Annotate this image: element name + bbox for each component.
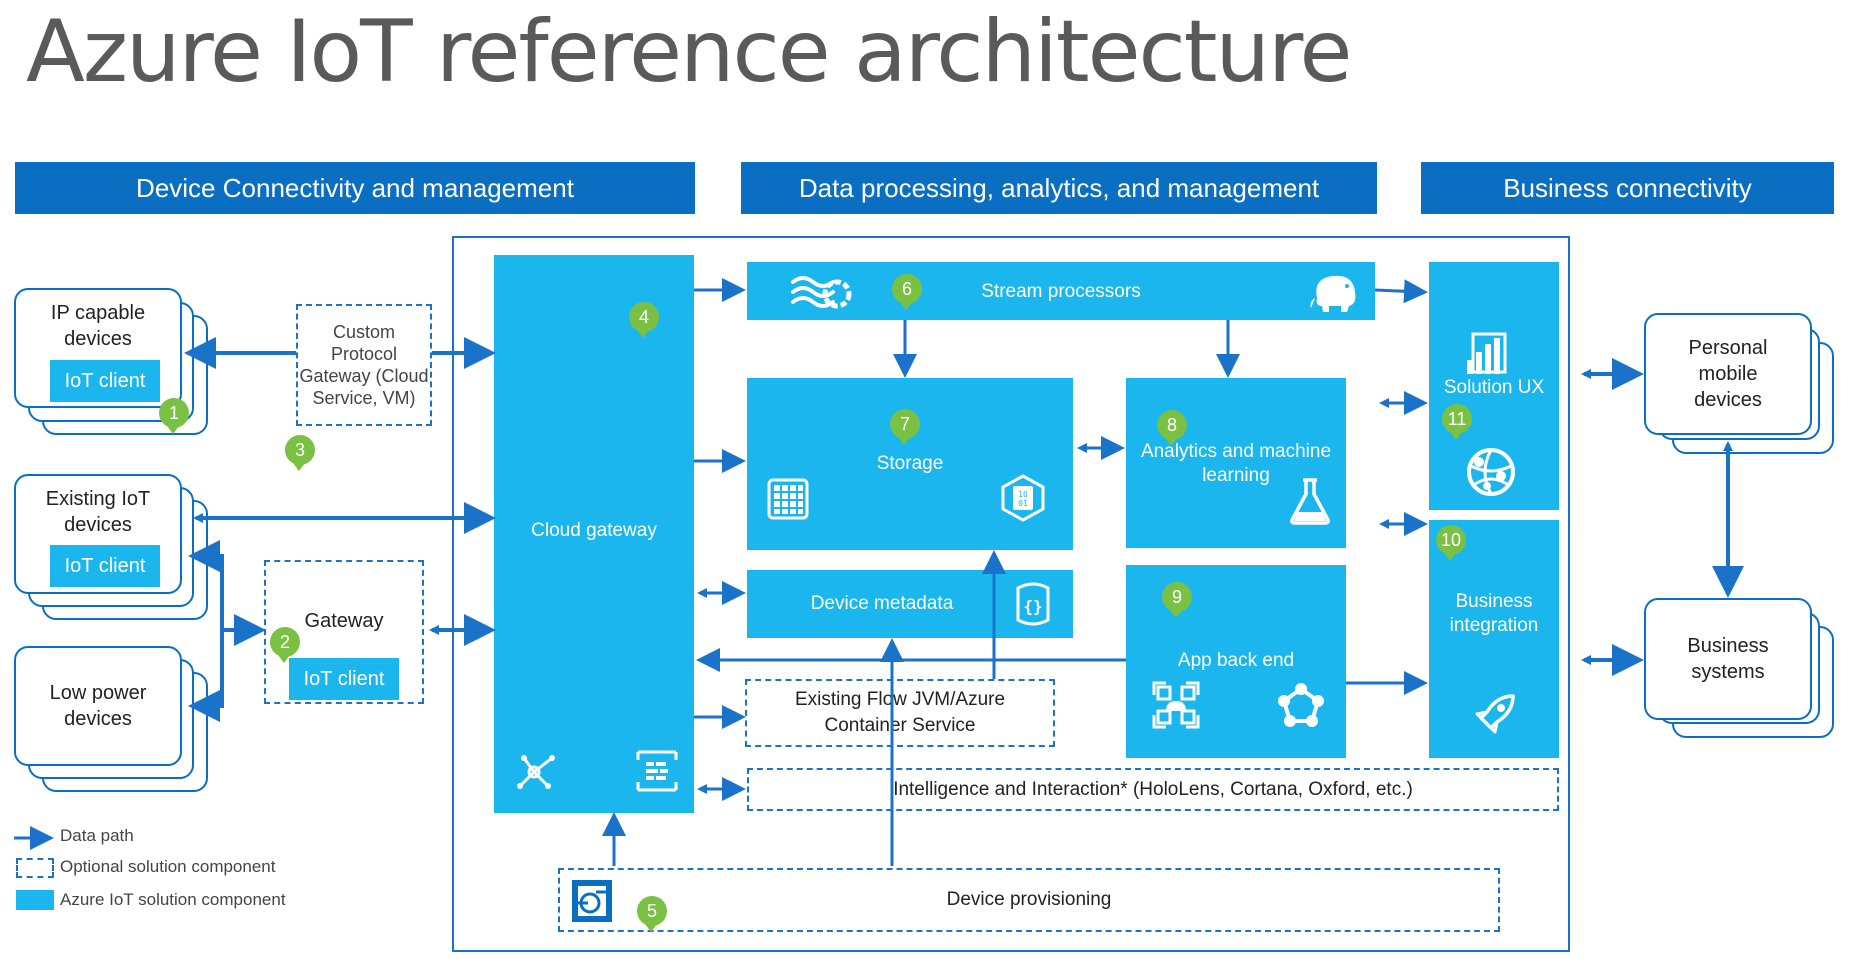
analytics-ml: Analytics and machine learning	[1126, 378, 1346, 548]
header-data-processing: Data processing, analytics, and manageme…	[741, 162, 1377, 214]
cloud-gateway: Cloud gateway	[494, 255, 694, 813]
badge-1: 1	[159, 398, 189, 434]
svg-text:01: 01	[1018, 499, 1028, 508]
custom-protocol-gateway: Custom Protocol Gateway (Cloud Service, …	[296, 304, 432, 426]
gateway-label: Gateway	[304, 610, 384, 632]
legend-data-path: Data path	[60, 826, 134, 845]
svg-text:{}: {}	[1023, 597, 1042, 616]
solution-frame	[452, 236, 1570, 952]
hdinsight-elephant-icon	[1310, 275, 1356, 312]
stream-processors-label: Stream processors	[981, 281, 1141, 302]
provisioning-icon	[572, 880, 612, 922]
badge-8: 8	[1157, 410, 1187, 446]
badge-3: 3	[285, 435, 315, 471]
page-title: Azure IoT reference architecture	[26, 2, 1352, 102]
low-power-label: Low power devices	[49, 682, 147, 730]
cloud-gateway-label: Cloud gateway	[531, 520, 657, 541]
web-app-globe-icon	[1467, 448, 1515, 496]
app-back-end: App back end	[1126, 565, 1346, 758]
storage: Storage 10 01	[747, 378, 1073, 550]
header-device-connectivity: Device Connectivity and management	[15, 162, 695, 214]
stream-analytics-icon	[791, 276, 852, 309]
device-metadata-label: Device metadata	[810, 593, 954, 614]
storage-label: Storage	[876, 453, 944, 474]
existing-iot-label: Existing IoT devices	[45, 488, 151, 536]
iot-hub-icon	[517, 755, 555, 789]
custom-gateway-label: Custom Protocol Gateway (Cloud Service, …	[299, 322, 429, 408]
device-provisioning-label: Device provisioning	[946, 889, 1112, 910]
badge-6: 6	[892, 274, 922, 310]
badge-4: 4	[629, 302, 659, 338]
business-systems-card: Business systems	[1644, 598, 1812, 720]
svg-text:10: 10	[1018, 490, 1028, 499]
stream-processors: Stream processors	[747, 262, 1375, 320]
gateway-iot-client: IoT client	[289, 658, 399, 700]
event-hubs-icon	[636, 750, 678, 792]
table-storage-icon	[767, 478, 809, 520]
flask-icon	[1290, 478, 1330, 525]
badge-2: 2	[270, 627, 300, 663]
legend-azure: Azure IoT solution component	[60, 890, 286, 909]
business-integration-label: Business integration	[1449, 591, 1539, 636]
personal-mobile-label: Personal mobile devices	[1688, 337, 1768, 411]
legend-optional: Optional solution component	[60, 857, 276, 876]
device-provisioning: Device provisioning	[558, 868, 1500, 932]
rocket-icon	[1475, 694, 1515, 734]
ip-capable-label: IP capable devices	[50, 302, 146, 350]
intelligence-interaction: Intelligence and Interaction* (HoloLens,…	[747, 768, 1559, 811]
business-systems-label: Business systems	[1687, 635, 1769, 683]
badge-11: 11	[1442, 404, 1472, 440]
app-back-end-label: App back end	[1177, 650, 1295, 671]
badge-7: 7	[890, 409, 920, 445]
existing-flow-label: Existing Flow JVM/Azure Container Servic…	[794, 689, 1006, 736]
badge-5: 5	[637, 896, 667, 932]
low-power-card: Low power devices	[14, 646, 182, 766]
solution-ux-label: Solution UX	[1443, 377, 1545, 398]
existing-flow: Existing Flow JVM/Azure Container Servic…	[745, 679, 1055, 747]
documentdb-icon: {}	[1016, 582, 1050, 626]
badge-10: 10	[1436, 525, 1466, 561]
badge-9: 9	[1162, 582, 1192, 618]
solution-ux: Solution UX	[1429, 262, 1559, 510]
cluster-icon	[1278, 683, 1324, 727]
power-bi-icon	[1467, 332, 1507, 374]
personal-mobile-card: Personal mobile devices	[1644, 313, 1812, 435]
analytics-label: Analytics and machine learning	[1140, 441, 1332, 486]
service-fabric-icon	[1152, 681, 1200, 729]
legend-azure-swatch	[16, 890, 54, 910]
header-business-connectivity: Business connectivity	[1421, 162, 1834, 214]
iot-client-2: IoT client	[50, 545, 160, 587]
iot-client-1: IoT client	[50, 360, 160, 402]
blob-storage-icon: 10 01	[1001, 474, 1045, 522]
device-metadata: Device metadata {}	[747, 570, 1073, 638]
legend-optional-swatch	[16, 858, 54, 878]
intelligence-label: Intelligence and Interaction* (HoloLens,…	[893, 778, 1413, 800]
